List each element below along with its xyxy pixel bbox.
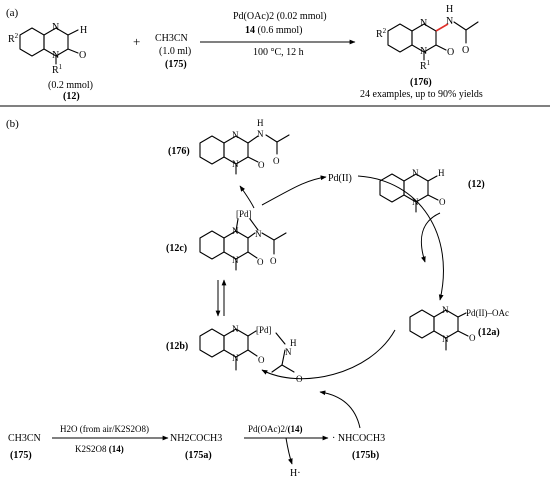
r1-label: R1 [52, 63, 63, 76]
bottom-ch3cn-id: (175) [10, 450, 32, 461]
reactant-12-id: (12) [63, 91, 80, 102]
cycle-12a-label: (12a) [478, 327, 500, 338]
cycle-product-176 [199, 134, 290, 175]
cycle-12b-n1: N [232, 353, 239, 363]
cycle-176-carbonyl-o: O [258, 160, 265, 170]
temperature-time-condition: 100 °C, 12 h [253, 47, 304, 58]
cycle-176-n4: N [232, 130, 239, 140]
intermediate-12b [199, 328, 295, 373]
product-r2-label: R2 [376, 27, 387, 40]
h-label: H [80, 25, 87, 36]
reactant-quinoxalinone-12 [19, 27, 79, 65]
panel-a-label: (a) [6, 7, 19, 19]
cycle-176-acetyl-o: O [273, 156, 280, 166]
product-n4-label: N [420, 18, 427, 29]
product-nh-n-label: N [446, 16, 453, 27]
intermediate-12a [409, 309, 469, 351]
cycle-12b-acetyl-o: O [296, 374, 303, 384]
product-r1-label: R1 [420, 59, 431, 72]
product-acetyl-o-label: O [462, 45, 469, 56]
reactant-175-amount: (1.0 ml) [159, 46, 191, 57]
pd-ii-label: Pd(II) [328, 173, 352, 184]
cycle-12b-nh-n: N [285, 347, 292, 357]
radical-to-cycle-arrow [319, 390, 361, 429]
bottom-ch3cn: CH3CN [8, 433, 41, 444]
reactant-12-amount: (0.2 mmol) [48, 80, 93, 91]
product-nh-h-label: H [446, 4, 453, 15]
cycle-12-n1: N [412, 197, 419, 207]
cycle-arc-top [261, 175, 327, 206]
cycle-12b-label: (12b) [166, 341, 188, 352]
hydration-condition-top: H2O (from air/K2S2O8) [60, 424, 149, 434]
plus-sign: + [133, 34, 140, 49]
cycle-12c-label: (12c) [166, 243, 187, 254]
cycle-12a-pd-oac: Pd(II)–OAc [466, 308, 509, 318]
cycle-12c-n1: N [232, 255, 239, 265]
cycle-12c-n4: N [232, 226, 239, 236]
bottom-acetamide-id: (175a) [185, 450, 212, 461]
cycle-substrate-12 [379, 173, 439, 213]
product-carbonyl-o-label: O [447, 47, 454, 58]
cycle-arc-right [357, 175, 444, 301]
cycle-176-nh-h: H [257, 118, 264, 128]
reactant-175-formula: CH3CN [155, 33, 188, 44]
panel-b-label: (b) [6, 118, 19, 130]
cycle-12a-n1: N [442, 334, 449, 344]
cycle-12a-o: O [469, 333, 476, 343]
cycle-12b-pd: [Pd] [256, 325, 272, 335]
r2-label: R2 [8, 32, 19, 45]
cycle-176-nh-n: N [257, 129, 264, 139]
cycle-12c-n-amide: N [255, 229, 262, 239]
cycle-12b-nh-h: H [290, 338, 297, 348]
cycle-12b-carbonyl-o: O [258, 355, 265, 365]
product-n1-label: N [420, 46, 427, 57]
cycle-176-n1: N [232, 159, 239, 169]
cycle-12b-n4: N [232, 324, 239, 334]
carbonyl-o-label: O [79, 50, 86, 61]
hydration-condition-bottom: K2S2O8 (14) [75, 444, 124, 454]
catalyst-condition: Pd(OAc)2 (0.02 mmol) [233, 11, 327, 22]
h-radical-release-arrow [285, 437, 293, 465]
n4-label: N [52, 22, 59, 33]
cycle-12c-acetyl-o: O [270, 256, 277, 266]
cycle-12-n4: N [412, 168, 419, 178]
bottom-amidyl-radical: · NHCOCH3 [332, 433, 385, 444]
intermediate-12c [199, 218, 287, 271]
product-176-id: (176) [410, 77, 432, 88]
arrow-from-12 [420, 212, 441, 263]
oxidant-condition: 14 (0.6 mmol) [245, 25, 303, 36]
cycle-12c-pd: [Pd] [236, 209, 252, 219]
arrow-to-176 [239, 185, 255, 209]
cycle-12-o: O [439, 197, 446, 207]
cycle-12c-carbonyl-o: O [257, 257, 264, 267]
cycle-12-h: H [438, 168, 445, 178]
cycle-arc-bottom [261, 329, 396, 380]
bottom-amidyl-radical-id: (175b) [352, 450, 379, 461]
bottom-acetamide: NH2COCH3 [170, 433, 222, 444]
reactant-175-id: (175) [165, 59, 187, 70]
product-yield-note: 24 examples, up to 90% yields [360, 89, 483, 100]
n1-label: N [52, 50, 59, 61]
cycle-176-label: (176) [168, 146, 190, 157]
h-radical: H· [290, 468, 301, 479]
product-176-structure [387, 21, 479, 61]
cycle-12a-n4: N [442, 305, 449, 315]
radical-formation-condition: Pd(OAc)2/(14) [248, 424, 303, 434]
cycle-12-label: (12) [468, 179, 485, 190]
